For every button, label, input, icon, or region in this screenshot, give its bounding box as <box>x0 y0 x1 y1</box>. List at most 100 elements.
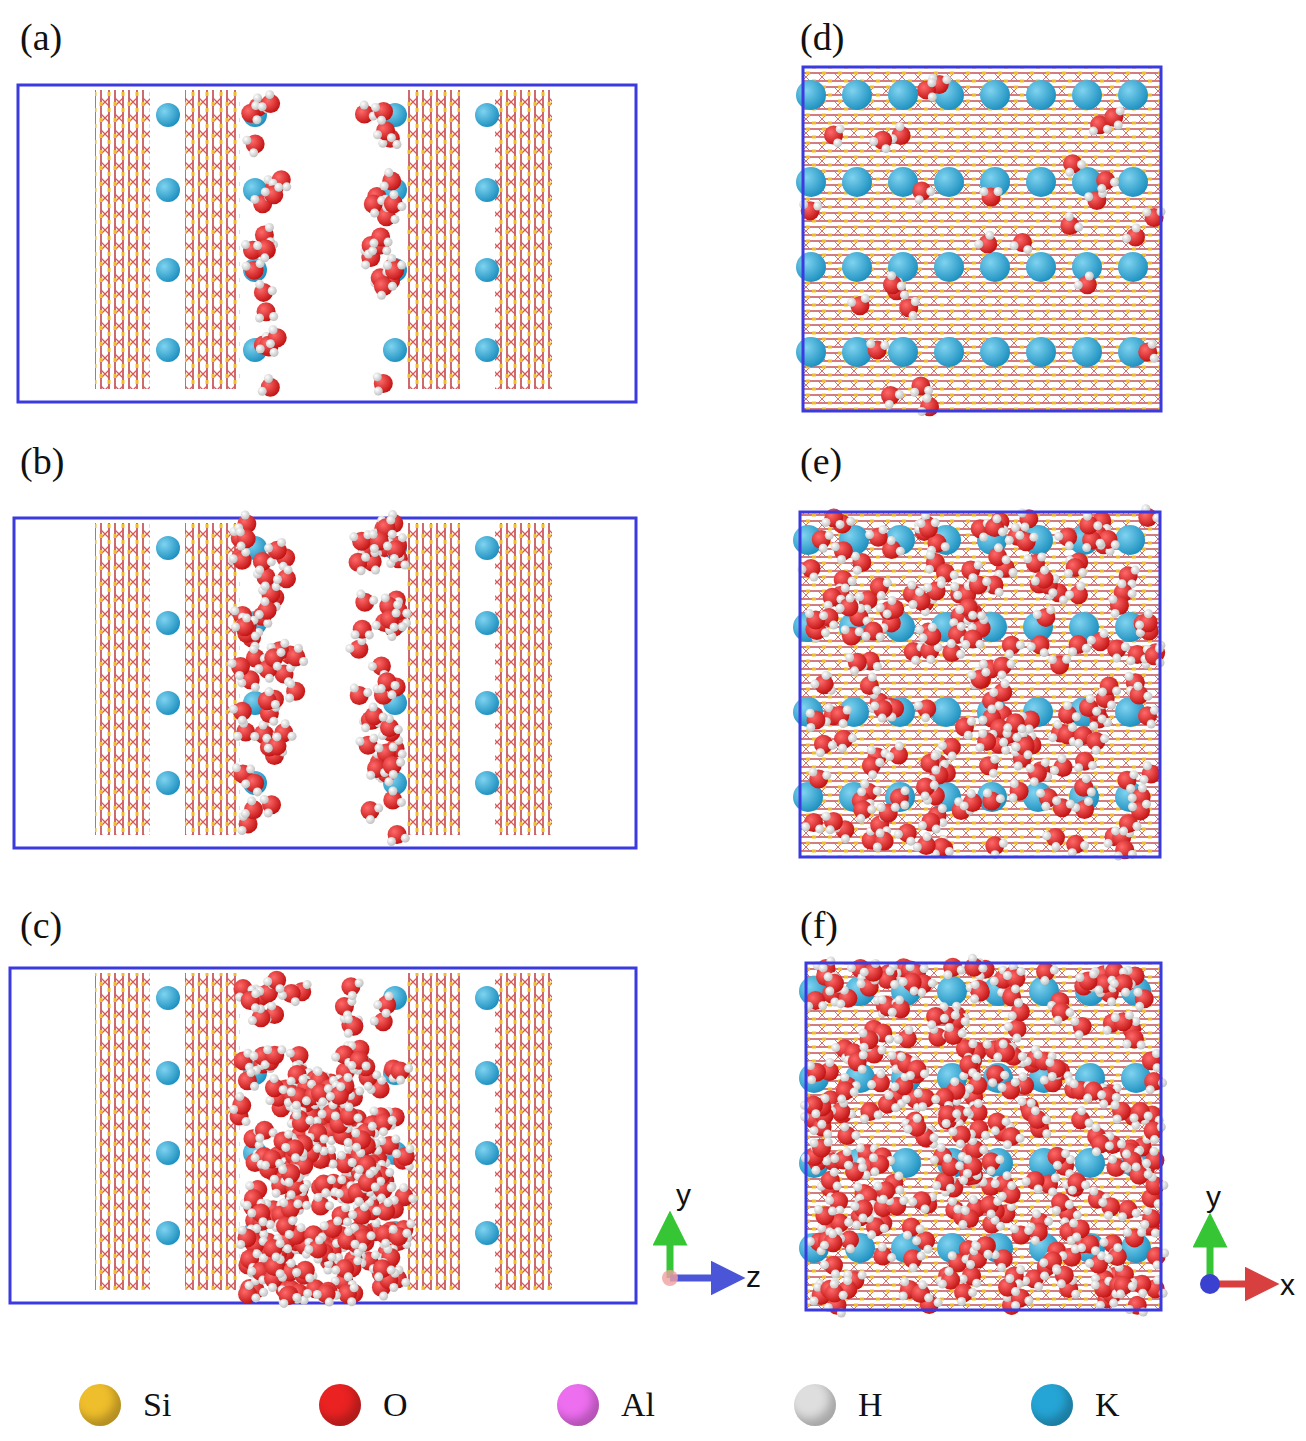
potassium-ion <box>796 80 826 110</box>
water-molecule <box>820 1256 843 1279</box>
water-molecule <box>1074 272 1097 295</box>
water-molecule <box>1135 609 1158 632</box>
potassium-ion <box>842 167 872 197</box>
water-molecule <box>1015 531 1038 551</box>
water-molecule <box>264 732 287 755</box>
water-molecule <box>903 1114 926 1137</box>
water-molecule <box>1002 984 1023 1007</box>
water-molecule <box>331 1259 354 1281</box>
water-molecule <box>1117 770 1138 793</box>
potassium-ion <box>156 691 180 715</box>
water-molecule <box>975 729 996 752</box>
silicate-layer <box>405 973 460 1290</box>
water-molecule <box>383 787 406 810</box>
potassium-ion <box>156 103 180 127</box>
water-molecule <box>903 1249 926 1272</box>
potassium-ion <box>1072 337 1102 367</box>
water-molecule <box>873 1181 895 1204</box>
water-molecule <box>228 657 250 680</box>
water-molecule <box>263 1045 286 1065</box>
potassium-ion <box>796 337 826 367</box>
water-molecule <box>281 1139 304 1162</box>
silicate-layer <box>495 523 552 835</box>
potassium-ion <box>980 252 1010 282</box>
water-molecule <box>888 995 910 1018</box>
water-molecule <box>918 623 941 646</box>
water-molecule <box>847 294 870 315</box>
potassium-ion <box>156 338 180 362</box>
water-molecule <box>844 1161 867 1182</box>
water-molecule <box>1096 530 1119 550</box>
water-molecule <box>972 1236 995 1259</box>
water-molecule <box>878 1091 900 1114</box>
potassium-ion <box>934 167 964 197</box>
water-molecule <box>287 1065 310 1086</box>
water-molecule <box>229 548 252 570</box>
water-molecule <box>1074 752 1097 773</box>
water-molecule <box>1086 732 1109 755</box>
water-molecule <box>380 168 402 191</box>
water-molecule <box>822 812 843 835</box>
water-molecule <box>917 518 940 538</box>
water-molecule <box>989 679 1012 702</box>
water-molecule <box>374 1113 397 1136</box>
water-molecule <box>236 527 256 550</box>
potassium-ion <box>842 80 872 110</box>
water-molecule <box>241 989 261 1012</box>
side-view-panel <box>18 85 636 402</box>
potassium-ion <box>1072 252 1102 282</box>
water-molecule <box>965 1072 987 1095</box>
water-molecule <box>869 1153 889 1176</box>
potassium-ion <box>888 80 918 110</box>
water-molecule <box>392 1144 415 1166</box>
water-molecule <box>1108 595 1129 618</box>
potassium-ion <box>796 167 826 197</box>
water-molecule <box>365 702 388 725</box>
axis-label: z <box>746 1262 761 1292</box>
water-molecule <box>236 1226 256 1249</box>
water-molecule <box>806 709 826 732</box>
potassium-ion <box>475 258 499 282</box>
legend-swatch <box>1031 1384 1073 1426</box>
water-molecule <box>899 297 920 320</box>
water-molecule <box>894 1026 917 1049</box>
water-molecule <box>1122 223 1145 246</box>
water-molecule <box>1070 1017 1091 1040</box>
water-molecule <box>247 1204 270 1227</box>
potassium-ion <box>937 976 967 1006</box>
water-molecule <box>304 1236 327 1259</box>
water-molecule <box>1140 1206 1161 1229</box>
water-molecule <box>867 1069 890 1092</box>
potassium-ion <box>475 338 499 362</box>
water-molecule <box>967 668 990 689</box>
water-molecule <box>389 1225 412 1246</box>
water-molecule <box>311 1193 334 1216</box>
water-molecule <box>1047 1147 1070 1170</box>
water-molecule <box>258 374 280 397</box>
water-molecule <box>1022 1171 1045 1193</box>
water-molecule <box>391 1062 414 1085</box>
potassium-ion <box>156 178 180 202</box>
water-molecule <box>825 1192 848 1215</box>
water-molecule <box>985 514 1007 537</box>
potassium-ion <box>156 986 180 1010</box>
silicate-layer <box>95 90 150 389</box>
water-molecule <box>912 182 935 205</box>
water-molecule <box>982 1152 1005 1175</box>
water-molecule <box>917 394 939 417</box>
water-molecule <box>258 90 280 113</box>
water-molecule <box>845 653 867 676</box>
water-molecule <box>850 1200 873 1223</box>
water-molecule <box>337 1227 359 1250</box>
panel-label: (f) <box>800 906 838 944</box>
water-molecule <box>1142 1049 1162 1072</box>
water-molecule <box>1106 1155 1129 1177</box>
water-molecule <box>1052 796 1075 817</box>
water-molecule <box>1031 566 1054 589</box>
water-molecule <box>853 800 876 823</box>
water-molecule <box>242 134 264 157</box>
potassium-ion <box>475 691 499 715</box>
water-molecule <box>276 1216 297 1239</box>
water-molecule <box>974 231 997 254</box>
water-molecule <box>1026 764 1047 787</box>
